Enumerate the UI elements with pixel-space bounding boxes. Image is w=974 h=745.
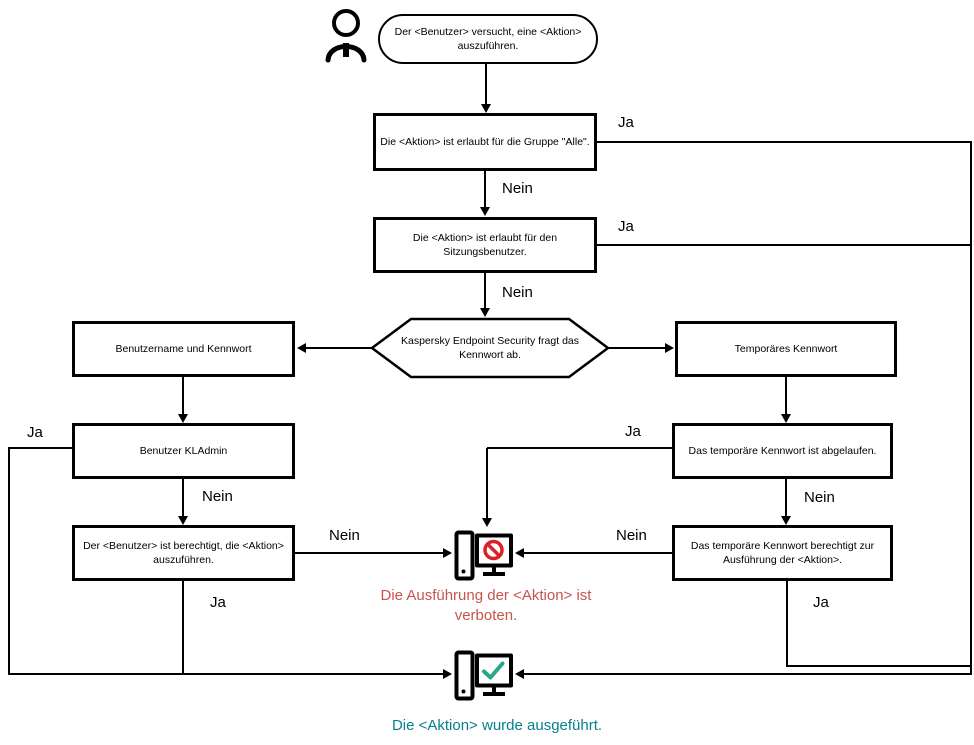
forbidden-computer-icon	[454, 530, 513, 581]
success-outcome-text: Die <Aktion> wurde ausgeführt.	[391, 717, 603, 734]
tower-led-dot	[461, 569, 466, 574]
node-start: Der <Benutzer> versucht, eine <Aktion> a…	[378, 14, 598, 64]
edge-label-user-auth-yes: Ja	[210, 594, 226, 611]
node-allowed-session-user: Die <Aktion> ist erlaubt für den Sitzung…	[373, 217, 597, 273]
node-username-password-label: Benutzername und Kennwort	[115, 342, 252, 355]
node-kladmin-user-label: Benutzer KLAdmin	[139, 444, 228, 457]
node-allowed-group-all: Die <Aktion> ist erlaubt für die Gruppe …	[373, 113, 597, 171]
edge-label-temp-auth-yes: Ja	[813, 594, 829, 611]
edge-label-kladmin-no: Nein	[202, 488, 233, 505]
node-temp-password-expired: Das temporäre Kennwort ist abgelaufen.	[672, 423, 893, 479]
decision-hexagon	[369, 317, 611, 379]
edge-label-kladmin-yes: Ja	[27, 424, 43, 441]
check-icon	[482, 661, 505, 680]
node-start-label: Der <Benutzer> versucht, eine <Aktion> a…	[394, 25, 582, 52]
node-kladmin-user: Benutzer KLAdmin	[72, 423, 295, 479]
edge-label-temp-auth-no: Nein	[616, 527, 647, 544]
node-password-prompt-label: Kaspersky Endpoint Security fragt das Ke…	[400, 334, 579, 361]
user-icon	[325, 9, 367, 63]
tower-led-dot	[461, 689, 466, 694]
forbidden-outcome-text: Die Ausführung der <Aktion> ist verboten…	[380, 587, 592, 625]
node-allowed-session-user-label: Die <Aktion> ist erlaubt für den Sitzung…	[412, 231, 558, 258]
flow-edges	[8, 64, 972, 675]
edge-label-temp-expired-yes: Ja	[625, 423, 641, 440]
success-computer-icon	[454, 650, 513, 701]
prohibition-icon	[483, 539, 504, 561]
node-temp-password-authorizes-label: Das temporäre Kennwort berechtigt zur Au…	[690, 539, 875, 566]
edge-label-user-auth-no: Nein	[329, 527, 360, 544]
node-password-prompt: Kaspersky Endpoint Security fragt das Ke…	[387, 319, 593, 377]
edge-label-group-all-yes: Ja	[618, 114, 634, 131]
node-user-authorized: Der <Benutzer> ist berechtigt, die <Akti…	[72, 525, 295, 581]
edge-label-session-no: Nein	[502, 284, 533, 301]
edge-label-temp-expired-no: Nein	[804, 489, 835, 506]
edge-label-group-all-no: Nein	[502, 180, 533, 197]
node-temp-password-expired-label: Das temporäre Kennwort ist abgelaufen.	[688, 444, 877, 457]
node-username-password: Benutzername und Kennwort	[72, 321, 295, 377]
node-temporary-password: Temporäres Kennwort	[675, 321, 897, 377]
node-user-authorized-label: Der <Benutzer> ist berechtigt, die <Akti…	[83, 539, 284, 566]
node-temporary-password-label: Temporäres Kennwort	[734, 342, 838, 355]
flow-arrowheads	[178, 104, 791, 679]
edge-label-session-yes: Ja	[618, 218, 634, 235]
node-temp-password-authorizes: Das temporäre Kennwort berechtigt zur Au…	[672, 525, 893, 581]
node-allowed-group-all-label: Die <Aktion> ist erlaubt für die Gruppe …	[380, 135, 590, 148]
